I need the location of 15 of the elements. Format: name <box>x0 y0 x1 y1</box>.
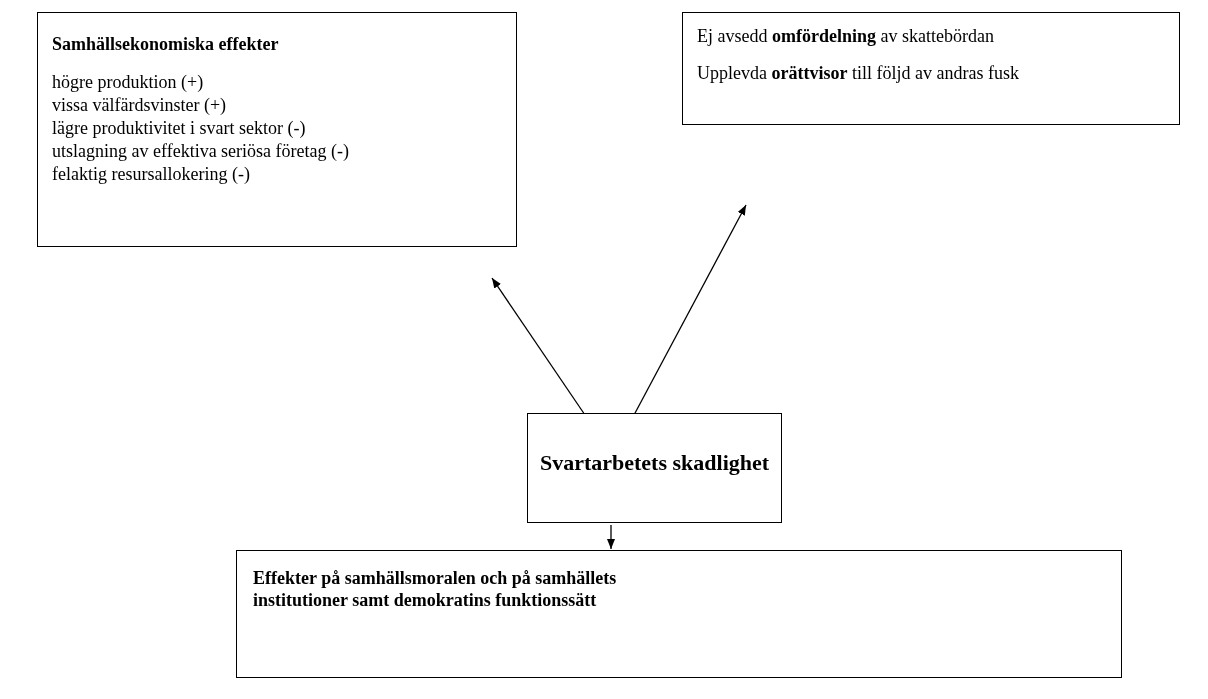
text-line: utslagning av effektiva seriösa företag (-) <box>52 140 350 162</box>
text-line: högre produktion (+) <box>52 71 204 93</box>
text-line: vissa välfärdsvinster (+) <box>52 94 227 116</box>
text-box <box>527 413 782 523</box>
arrow <box>607 524 615 550</box>
text-box <box>37 12 517 247</box>
title: Svartarbetets skadlighet <box>538 452 771 474</box>
heading: Samhällsekonomiska effekter <box>52 33 279 55</box>
text-line: lägre produktivitet i svart sektor (-) <box>52 117 306 139</box>
text-box <box>682 12 1180 125</box>
text-line: Ej avsedd omfördelning av skattebördan <box>697 25 994 47</box>
text-line: Upplevda orättvisor till följd av andras fusk <box>697 62 1019 84</box>
text-box <box>236 550 1122 678</box>
text-line: felaktig resursallokering (-) <box>52 163 250 185</box>
text-line: Effekter på samhällsmoralen och på samhällets institutioner samt demokratins funktionssätt <box>253 567 618 611</box>
